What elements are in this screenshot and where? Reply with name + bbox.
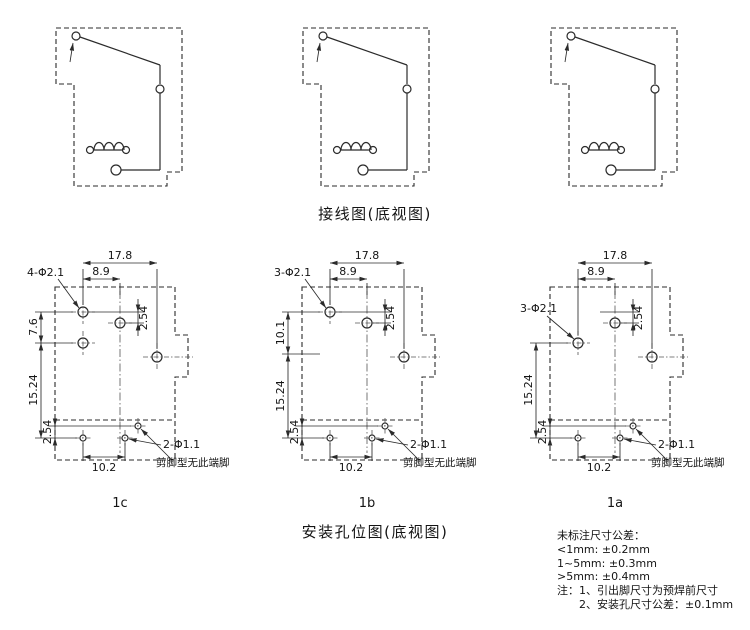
relay-footprint-outline: [301, 286, 436, 461]
dim-left-inner: 2.54: [41, 420, 54, 445]
wiring-diagram-2: [302, 27, 430, 187]
pin-moving-contact: [71, 31, 81, 41]
variant-name: 1c: [112, 496, 127, 511]
dim-mid-width: 8.9: [92, 265, 110, 278]
cut-pin-leader: [387, 428, 419, 460]
contact-arrow-icon: [69, 42, 75, 63]
pin-contact: [650, 84, 660, 94]
tolerance-line: <1mm: ±0.2mm: [557, 542, 650, 556]
coil-symbol: [85, 141, 131, 155]
pin-contact: [155, 84, 165, 94]
dim-top-width: 17.8: [108, 249, 133, 262]
dim-mid-width: 8.9: [339, 265, 357, 278]
dim-left-top: 10.1: [274, 321, 287, 346]
relay-outline: [55, 27, 183, 187]
pin-moving-contact: [318, 31, 328, 41]
dim-mid-pitch: 2.54: [137, 306, 150, 331]
dim-mid-pitch: 2.54: [384, 306, 397, 331]
tolerance-line: 1~5mm: ±0.3mm: [557, 556, 657, 570]
coil-symbol: [580, 141, 626, 155]
dim-bottom-width: 10.2: [92, 461, 117, 474]
small-hole-callout: 2-Φ1.1: [658, 438, 695, 451]
mounting-holes: [318, 300, 440, 446]
dim-left-inner: 2.54: [536, 420, 549, 445]
contact-arrow-icon: [564, 42, 570, 63]
pin-moving-contact: [566, 31, 576, 41]
dim-bottom-width: 10.2: [587, 461, 612, 474]
note-line-1: 注：1、引出脚尺寸为预焊前尺寸: [557, 584, 718, 598]
hole-callout: 4-Φ2.1: [27, 266, 64, 279]
pin-contact: [402, 84, 412, 94]
contact-arrow-icon: [316, 42, 322, 63]
mounting-diagram-1c: 4-Φ2.1 17.8 8.9 7.6 2.54 15.24 2.54 10.2…: [27, 249, 230, 511]
small-hole-callout: 2-Φ1.1: [410, 438, 447, 451]
coil-symbol: [332, 141, 378, 155]
mounting-holes: [71, 300, 193, 446]
contact-arm: [574, 36, 656, 66]
mounting-diagram-1a: 3-Φ2.1 17.8 8.9 2.54 15.24 2.54 10.2 2-Φ…: [520, 249, 725, 511]
dim-top-width: 17.8: [603, 249, 628, 262]
dim-left-main: 15.24: [27, 374, 40, 406]
mounting-caption: 安装孔位图(底视图): [301, 523, 449, 541]
relay-outline: [302, 27, 430, 187]
small-hole-callout: 2-Φ1.1: [163, 438, 200, 451]
hole-callout-leader: [57, 278, 80, 309]
relay-footprint-outline: [549, 286, 684, 461]
wiring-caption: 接线图(底视图): [318, 205, 432, 223]
contact-arm: [79, 36, 161, 66]
tolerance-line: >5mm: ±0.4mm: [557, 570, 650, 584]
wiring-diagram-1: [55, 27, 183, 187]
dim-bottom-width: 10.2: [339, 461, 364, 474]
hole-callout: 3-Φ2.1: [274, 266, 311, 279]
pin-common: [110, 164, 122, 176]
relay-outline: [550, 27, 678, 187]
cut-pin-note: 剪脚型无此端脚: [156, 456, 230, 469]
variant-name: 1b: [359, 496, 376, 511]
contact-arm: [326, 36, 408, 66]
cut-pin-leader: [635, 428, 667, 460]
variant-name: 1a: [607, 496, 623, 511]
dim-left-inner: 2.54: [288, 420, 301, 445]
dim-mid-pitch: 2.54: [632, 306, 645, 331]
tolerance-notes: 未标注尺寸公差： <1mm: ±0.2mm 1~5mm: ±0.3mm >5mm…: [557, 529, 733, 612]
relay-footprint-outline: [54, 286, 189, 461]
cut-pin-leader: [140, 428, 172, 460]
dimension-lines: [530, 260, 653, 461]
mounting-diagram-1b: 3-Φ2.1 17.8 8.9 10.1 2.54 15.24 2.54 10.…: [274, 249, 477, 511]
note-line-2: 2、安装孔尺寸公差：±0.1mm: [579, 597, 734, 611]
dim-left-main: 15.24: [274, 380, 287, 412]
hole-callout-leader: [304, 278, 327, 309]
dim-mid-width: 8.9: [587, 265, 605, 278]
cut-pin-note: 剪脚型无此端脚: [651, 456, 725, 469]
wiring-diagram-3: [550, 27, 678, 187]
cut-pin-note: 剪脚型无此端脚: [403, 456, 477, 469]
pin-common: [605, 164, 617, 176]
dimension-lines: [282, 260, 405, 461]
pin-common: [357, 164, 369, 176]
tolerance-title: 未标注尺寸公差：: [557, 529, 645, 542]
dim-left-main: 15.24: [522, 374, 535, 406]
dim-top-width: 17.8: [355, 249, 380, 262]
dim-left-top: 7.6: [27, 318, 40, 336]
hole-callout: 3-Φ2.1: [520, 302, 557, 315]
hole-callout-leader: [546, 315, 575, 340]
dimension-lines: [35, 260, 158, 461]
